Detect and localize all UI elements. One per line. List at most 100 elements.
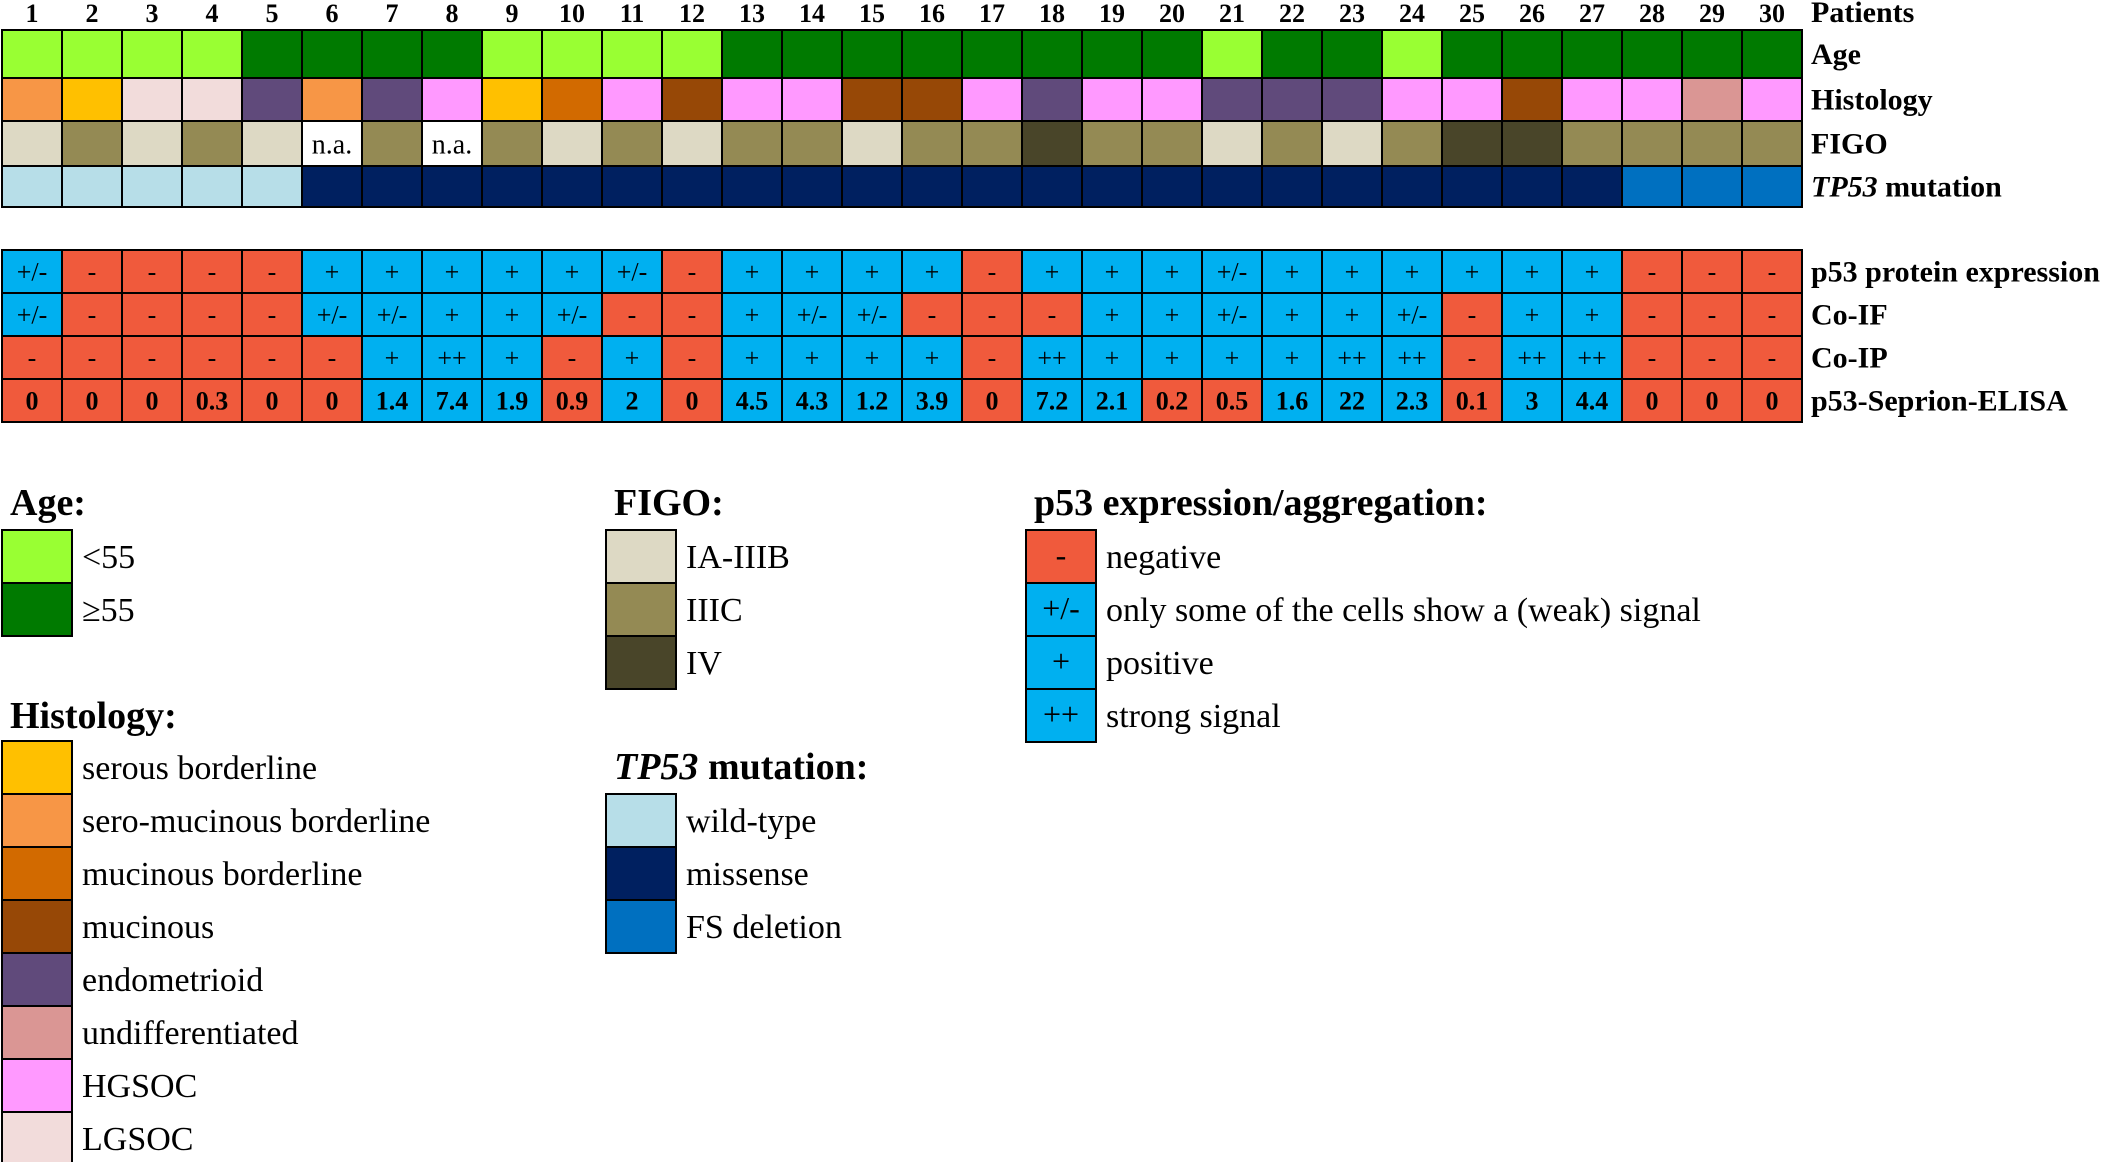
assay-cell xyxy=(1261,292,1323,337)
clinical-cell xyxy=(1681,77,1743,122)
patient-number: 12 xyxy=(679,0,705,28)
elisa-value: 0.3 xyxy=(196,387,229,416)
patient-number: 21 xyxy=(1219,0,1245,28)
assay-cell-symbol: + xyxy=(505,301,520,330)
assay-cell-symbol: - xyxy=(568,344,577,373)
assay-cell xyxy=(1381,292,1443,337)
clinical-cell xyxy=(901,120,963,167)
legend-swatch xyxy=(605,582,677,637)
clinical-cell xyxy=(1501,120,1563,167)
assay-cell xyxy=(661,335,723,380)
patient-number: 23 xyxy=(1339,0,1365,28)
patient-number: 9 xyxy=(506,0,519,28)
clinical-cell xyxy=(1141,29,1203,79)
assay-cell-symbol: + xyxy=(1105,301,1120,330)
clinical-cell xyxy=(1021,77,1083,122)
legend-symbol: ++ xyxy=(1043,696,1079,732)
clinical-cell xyxy=(481,120,543,167)
elisa-value: 0 xyxy=(86,387,99,416)
clinical-cell xyxy=(1081,165,1143,208)
figo-legend-title: FIGO: xyxy=(614,482,724,524)
elisa-value: 3.9 xyxy=(916,387,949,416)
legend-symbol: +/- xyxy=(1042,590,1080,626)
assay-cell-symbol: + xyxy=(1045,258,1060,287)
row-label-rest: mutation xyxy=(1878,171,2002,204)
elisa-value: 0 xyxy=(1646,387,1659,416)
legend-swatch xyxy=(605,846,677,901)
elisa-value: 1.6 xyxy=(1276,387,1309,416)
clinical-row: TP53 mutation xyxy=(1,165,2002,208)
clinical-cell xyxy=(601,77,663,122)
clinical-cell xyxy=(241,165,303,208)
legend-label: undifferentiated xyxy=(82,1015,299,1052)
legend-label: IIIC xyxy=(686,592,743,629)
clinical-cell xyxy=(1021,120,1083,167)
elisa-cell xyxy=(1681,378,1743,423)
clinical-cell xyxy=(421,77,483,122)
assay-cell xyxy=(1321,292,1383,337)
elisa-value: 1.4 xyxy=(376,387,409,416)
assay-cell xyxy=(901,335,963,380)
assay-cell-symbol: + xyxy=(805,344,820,373)
elisa-value: 0.5 xyxy=(1216,387,1249,416)
assay-cell-symbol: - xyxy=(988,258,997,287)
assay-cell xyxy=(1561,249,1623,294)
assay-cell-symbol: + xyxy=(385,344,400,373)
assay-cell-symbol: - xyxy=(268,258,277,287)
elisa-value: 1.9 xyxy=(496,387,529,416)
elisa-value: 4.4 xyxy=(1576,387,1609,416)
assay-cell xyxy=(1681,249,1743,294)
assay-row-label: Co-IP xyxy=(1811,342,1888,375)
elisa-cell xyxy=(961,378,1023,423)
patient-number: 18 xyxy=(1039,0,1065,28)
elisa-value: 4.5 xyxy=(736,387,769,416)
legend-label: serous borderline xyxy=(82,750,317,787)
assay-cell xyxy=(1681,292,1743,337)
assay-cell-symbol: ++ xyxy=(1337,344,1366,373)
patient-number: 30 xyxy=(1759,0,1785,28)
clinical-cell xyxy=(661,77,723,122)
legend-label: <55 xyxy=(82,539,135,576)
assay-cell-symbol: +/- xyxy=(797,301,828,330)
patient-number: 22 xyxy=(1279,0,1305,28)
assay-cell-symbol: + xyxy=(1585,258,1600,287)
clinical-cell xyxy=(1081,120,1143,167)
clinical-cell xyxy=(901,77,963,122)
assay-cell xyxy=(181,335,243,380)
clinical-cell xyxy=(1741,29,1803,79)
elisa-cell xyxy=(1321,378,1383,423)
assay-cell-symbol: + xyxy=(1105,344,1120,373)
assay-cell xyxy=(301,335,363,380)
tp53-legend-title: TP53 mutation: xyxy=(614,746,868,788)
age-legend-title: Age: xyxy=(10,482,86,524)
clinical-cell xyxy=(1441,29,1503,79)
elisa-cell xyxy=(841,378,903,423)
assay-cell-symbol: - xyxy=(1648,344,1657,373)
elisa-value: 2.3 xyxy=(1396,387,1429,416)
assay-cell xyxy=(781,249,843,294)
patient-number: 27 xyxy=(1579,0,1605,28)
legend-label: IV xyxy=(686,645,722,682)
assay-cell-symbol: + xyxy=(1165,301,1180,330)
assay-cell xyxy=(781,292,843,337)
assay-cell xyxy=(421,249,483,294)
assay-cell-symbol: - xyxy=(928,301,937,330)
assay-cell xyxy=(1321,335,1383,380)
assay-cell-symbol: - xyxy=(688,301,697,330)
legend-swatch xyxy=(1025,635,1097,690)
clinical-cell xyxy=(1261,120,1323,167)
elisa-row-label: p53-Seprion-ELISA xyxy=(1811,385,2068,418)
clinical-cell xyxy=(901,29,963,79)
assay-cell xyxy=(181,292,243,337)
clinical-cell xyxy=(961,77,1023,122)
p53-legend-title: p53 expression/aggregation: xyxy=(1034,482,1488,524)
assay-cell xyxy=(841,249,903,294)
assay-cell-symbol: + xyxy=(805,258,820,287)
clinical-cell xyxy=(781,165,843,208)
patient-number: 17 xyxy=(979,0,1005,28)
assay-cell-symbol: +/- xyxy=(1397,301,1428,330)
legend-swatch xyxy=(1,1111,73,1162)
clinical-cell xyxy=(661,29,723,79)
clinical-cell xyxy=(1081,29,1143,79)
assay-cell-symbol: - xyxy=(88,258,97,287)
